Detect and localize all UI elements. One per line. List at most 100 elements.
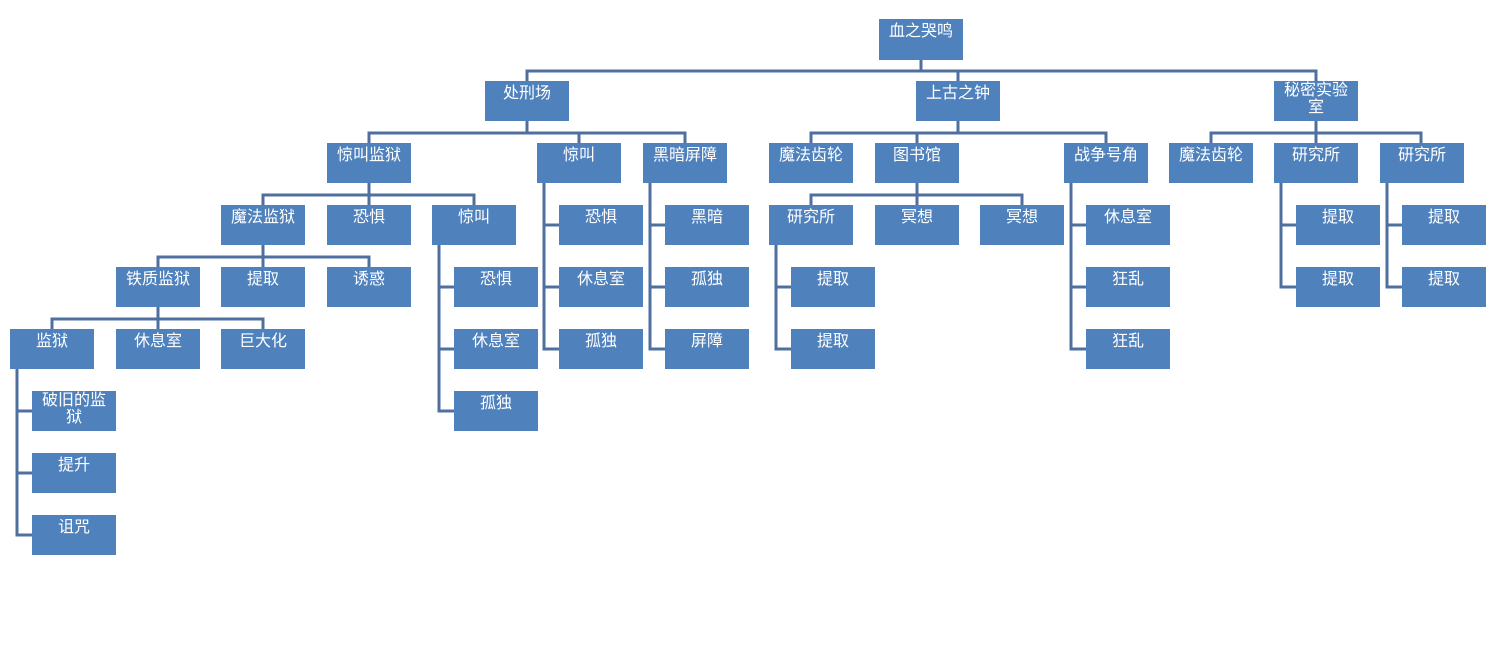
node-label: 研究所 (1397, 145, 1446, 164)
node-label: 黑暗 (690, 207, 723, 226)
node-label: 提取 (1427, 207, 1460, 226)
node-label: 魔法齿轮 (778, 145, 843, 164)
connector (261, 183, 371, 205)
node-label: 恐惧 (352, 207, 385, 226)
node-extract-e[interactable]: 提取 (1296, 267, 1380, 307)
node-magic-gear-b[interactable]: 魔法齿轮 (1169, 143, 1253, 183)
connector (156, 245, 265, 267)
connector (158, 317, 265, 329)
node-extract-a[interactable]: 提取 (221, 267, 305, 307)
node-label: 惊叫 (562, 145, 595, 164)
node-lonely-c[interactable]: 孤独 (665, 267, 749, 307)
node-label: 休息室 (1103, 207, 1152, 226)
node-label: 提取 (1321, 269, 1354, 288)
node-scream-prison[interactable]: 惊叫监狱 (327, 143, 411, 183)
connector (527, 131, 687, 143)
node-label: 铁质监狱 (125, 269, 190, 288)
node-magic-gear-a[interactable]: 魔法齿轮 (769, 143, 853, 183)
connector (915, 131, 958, 143)
node-meditate-b[interactable]: 冥想 (980, 205, 1064, 245)
connector (774, 245, 791, 351)
node-secret-lab[interactable]: 秘密实验室 (1274, 81, 1358, 121)
node-label: 狂乱 (1111, 331, 1144, 350)
node-scream-sub[interactable]: 惊叫 (432, 205, 516, 245)
node-scream-mid[interactable]: 惊叫 (537, 143, 621, 183)
node-ancient-bell[interactable]: 上古之钟 (916, 81, 1000, 121)
node-label: 魔法监狱 (230, 207, 295, 226)
node-label: 冥想 (1005, 207, 1038, 226)
connector (921, 69, 1318, 81)
node-label: 惊叫监狱 (336, 145, 401, 164)
node-iron-prison[interactable]: 铁质监狱 (116, 267, 200, 307)
node-barrier[interactable]: 屏障 (665, 329, 749, 369)
node-fear-b[interactable]: 恐惧 (454, 267, 538, 307)
node-war-horn[interactable]: 战争号角 (1064, 143, 1148, 183)
node-fear-c[interactable]: 恐惧 (559, 205, 643, 245)
node-boost[interactable]: 提升 (32, 453, 116, 493)
node-darkness[interactable]: 黑暗 (665, 205, 749, 245)
node-label: 研究所 (1291, 145, 1340, 164)
node-extract-c[interactable]: 提取 (791, 329, 875, 369)
node-label: 血之哭鸣 (888, 21, 953, 40)
node-label: 冥想 (900, 207, 933, 226)
node-root[interactable]: 血之哭鸣 (879, 19, 963, 60)
node-dark-barrier[interactable]: 黑暗屏障 (643, 143, 727, 183)
node-label: 诅咒 (57, 517, 90, 536)
node-lounge-a[interactable]: 休息室 (116, 329, 200, 369)
node-frenzy-b[interactable]: 狂乱 (1086, 329, 1170, 369)
connector (1069, 183, 1086, 351)
node-lounge-c[interactable]: 休息室 (559, 267, 643, 307)
node-label: 破旧的监狱 (41, 390, 106, 426)
connector (437, 245, 454, 413)
node-extract-f[interactable]: 提取 (1402, 205, 1486, 245)
node-curse[interactable]: 诅咒 (32, 515, 116, 555)
connector (525, 60, 923, 81)
node-magic-prison[interactable]: 魔法监狱 (221, 205, 305, 245)
node-label: 提取 (1427, 269, 1460, 288)
connector (648, 183, 665, 351)
node-lonely-a[interactable]: 孤独 (454, 391, 538, 431)
connector (809, 183, 919, 205)
node-meditate-a[interactable]: 冥想 (875, 205, 959, 245)
node-label: 惊叫 (457, 207, 490, 226)
node-execution-ground[interactable]: 处刑场 (485, 81, 569, 121)
connector (809, 121, 960, 143)
node-label: 屏障 (690, 331, 723, 350)
node-institute-a[interactable]: 研究所 (1274, 143, 1358, 183)
node-temptation[interactable]: 诱惑 (327, 267, 411, 307)
node-label: 上古之钟 (925, 83, 990, 102)
node-fear-a[interactable]: 恐惧 (327, 205, 411, 245)
node-label: 研究所 (786, 207, 835, 226)
node-label: 提升 (57, 455, 90, 474)
connector (50, 307, 160, 329)
node-institute-c[interactable]: 研究所 (769, 205, 853, 245)
node-label: 秘密实验室 (1283, 80, 1348, 116)
connector (1209, 121, 1318, 143)
node-label: 提取 (816, 269, 849, 288)
node-label: 狂乱 (1111, 269, 1144, 288)
node-label: 处刑场 (502, 83, 551, 102)
node-lounge-b[interactable]: 休息室 (454, 329, 538, 369)
node-frenzy-a[interactable]: 狂乱 (1086, 267, 1170, 307)
node-extract-d[interactable]: 提取 (1296, 205, 1380, 245)
node-extract-g[interactable]: 提取 (1402, 267, 1486, 307)
node-prison[interactable]: 监狱 (10, 329, 94, 369)
node-label: 孤独 (690, 269, 723, 288)
node-label: 孤独 (584, 331, 617, 350)
node-gigantify[interactable]: 巨大化 (221, 329, 305, 369)
node-lonely-b[interactable]: 孤独 (559, 329, 643, 369)
node-extract-b[interactable]: 提取 (791, 267, 875, 307)
node-old-prison[interactable]: 破旧的监狱 (32, 391, 116, 431)
node-institute-b[interactable]: 研究所 (1380, 143, 1464, 183)
node-label: 提取 (816, 331, 849, 350)
node-label: 休息室 (471, 331, 520, 350)
connector (367, 121, 529, 143)
node-label: 战争号角 (1073, 145, 1138, 164)
connector (15, 369, 32, 537)
node-library[interactable]: 图书馆 (875, 143, 959, 183)
node-label: 图书馆 (892, 145, 941, 164)
node-lounge-d[interactable]: 休息室 (1086, 205, 1170, 245)
node-label: 提取 (1321, 207, 1354, 226)
